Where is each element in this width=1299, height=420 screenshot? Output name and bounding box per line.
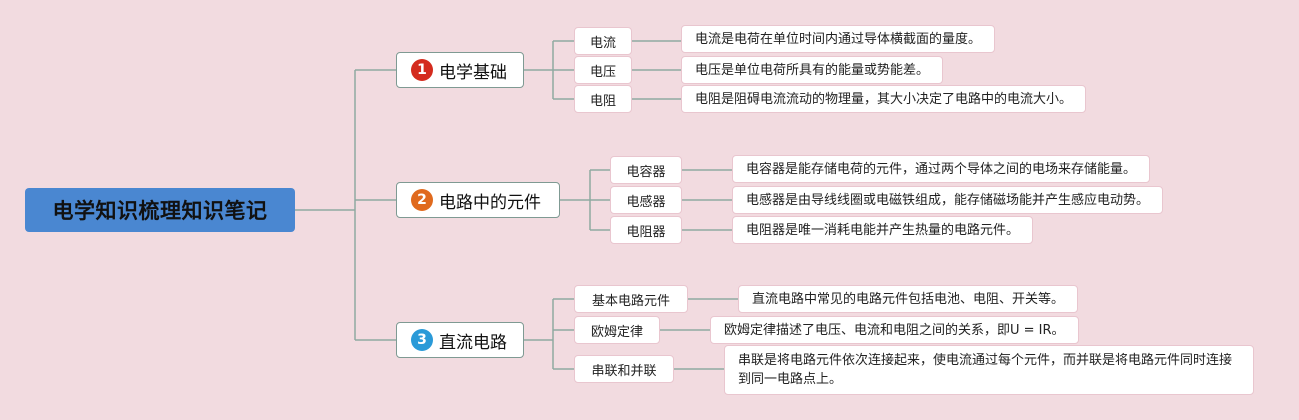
desc-series-parallel[interactable]: 串联是将电路元件依次连接起来，使电流通过每个元件，而并联是将电路元件同时连接到同…: [724, 345, 1254, 395]
node-voltage[interactable]: 电压: [574, 56, 632, 84]
node-label: 基本电路元件: [591, 293, 670, 309]
node-label: 欧姆定律: [590, 324, 643, 340]
desc-text: 电感器是由导线线圈或电磁铁组成，能存储磁场能并产生感应电动势。: [746, 192, 1150, 208]
node-inductor[interactable]: 电感器: [610, 186, 682, 214]
desc-inductor[interactable]: 电感器是由导线线圈或电磁铁组成，能存储磁场能并产生感应电动势。: [732, 186, 1164, 214]
root-title: 电学知识梳理知识笔记: [52, 199, 268, 223]
desc-ohms-law[interactable]: 欧姆定律描述了电压、电流和电阻之间的关系，即U = IR。: [710, 316, 1079, 344]
branch-label: 直流电路: [439, 332, 507, 353]
desc-basic-components[interactable]: 直流电路中常见的电路元件包括电池、电阻、开关等。: [738, 285, 1079, 313]
desc-text: 电阻是阻碍电流流动的物理量，其大小决定了电路中的电流大小。: [695, 91, 1073, 107]
node-resistance[interactable]: 电阻: [574, 85, 632, 113]
node-label: 电阻: [589, 93, 616, 109]
desc-text: 直流电路中常见的电路元件包括电池、电阻、开关等。: [752, 291, 1065, 307]
node-basic-components[interactable]: 基本电路元件: [574, 285, 688, 313]
number-badge: 1: [411, 59, 433, 81]
branch-dc-circuit[interactable]: 3 直流电路: [396, 322, 524, 358]
desc-text: 欧姆定律描述了电压、电流和电阻之间的关系，即U = IR。: [724, 322, 1065, 338]
desc-text: 电压是单位电荷所具有的能量或势能差。: [695, 62, 930, 78]
root-node[interactable]: 电学知识梳理知识笔记: [25, 188, 295, 232]
node-series-parallel[interactable]: 串联和并联: [574, 355, 674, 383]
node-label: 串联和并联: [591, 363, 657, 379]
branch-label: 电学基础: [439, 62, 507, 83]
desc-current[interactable]: 电流是电荷在单位时间内通过导体横截面的量度。: [681, 25, 996, 53]
branch-circuit-components[interactable]: 2 电路中的元件: [396, 182, 560, 218]
desc-resistor[interactable]: 电阻器是唯一消耗电能并产生热量的电路元件。: [732, 216, 1034, 244]
desc-voltage[interactable]: 电压是单位电荷所具有的能量或势能差。: [681, 56, 944, 84]
number-badge: 3: [411, 329, 433, 351]
node-label: 电容器: [626, 164, 666, 180]
node-resistor[interactable]: 电阻器: [610, 216, 682, 244]
node-label: 电感器: [626, 194, 666, 210]
desc-text: 电流是电荷在单位时间内通过导体横截面的量度。: [695, 31, 982, 47]
desc-text: 电阻器是唯一消耗电能并产生热量的电路元件。: [746, 222, 1020, 238]
desc-text: 串联是将电路元件依次连接起来，使电流通过每个元件，而并联是将电路元件同时连接到同…: [738, 353, 1233, 387]
branch-label: 电路中的元件: [439, 192, 541, 213]
branch-electrical-basics[interactable]: 1 电学基础: [396, 52, 524, 88]
node-label: 电压: [589, 64, 616, 80]
node-label: 电阻器: [626, 224, 666, 240]
node-current[interactable]: 电流: [574, 27, 632, 55]
node-capacitor[interactable]: 电容器: [610, 156, 682, 184]
node-ohms-law[interactable]: 欧姆定律: [574, 316, 660, 344]
desc-resistance[interactable]: 电阻是阻碍电流流动的物理量，其大小决定了电路中的电流大小。: [681, 85, 1087, 113]
node-label: 电流: [589, 35, 616, 51]
desc-capacitor[interactable]: 电容器是能存储电荷的元件，通过两个导体之间的电场来存储能量。: [732, 155, 1151, 183]
number-badge: 2: [411, 189, 433, 211]
desc-text: 电容器是能存储电荷的元件，通过两个导体之间的电场来存储能量。: [746, 161, 1137, 177]
